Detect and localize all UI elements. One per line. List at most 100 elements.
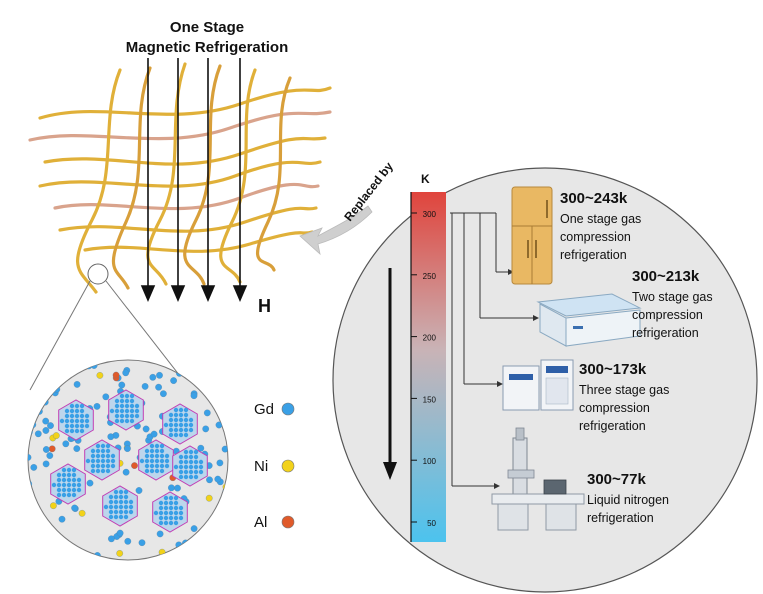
grain-atom bbox=[61, 472, 67, 478]
grain-atom bbox=[118, 489, 124, 495]
grain-atom bbox=[100, 458, 106, 464]
grain-atom bbox=[90, 448, 96, 454]
grain-atom bbox=[193, 449, 199, 455]
grain-atom bbox=[114, 408, 120, 414]
grain-atom bbox=[123, 514, 129, 520]
grain-atom bbox=[105, 443, 111, 449]
grain-atom bbox=[69, 423, 75, 429]
atom-particle bbox=[202, 425, 210, 433]
grain-atom bbox=[69, 403, 75, 409]
grain-atom bbox=[95, 448, 101, 454]
grain-atom bbox=[178, 505, 184, 511]
grain-atom bbox=[193, 459, 199, 465]
grain-atom bbox=[178, 417, 184, 423]
grain-atom bbox=[100, 448, 106, 454]
grain-atom bbox=[149, 448, 155, 454]
grain-atom bbox=[154, 463, 160, 469]
atom-particle bbox=[118, 381, 126, 389]
grain-atom bbox=[164, 463, 170, 469]
fridge-icon bbox=[511, 186, 553, 285]
grain-atom bbox=[71, 477, 77, 483]
grain-atom bbox=[110, 463, 116, 469]
atom-particle bbox=[56, 540, 64, 548]
grain-atom bbox=[154, 448, 160, 454]
grain-atom bbox=[119, 393, 125, 399]
grain-atom bbox=[90, 453, 96, 459]
grain-atom bbox=[84, 418, 90, 424]
grain-atom bbox=[144, 458, 150, 464]
grain-atom bbox=[158, 515, 164, 521]
grain-atom bbox=[178, 432, 184, 438]
grain-atom bbox=[188, 449, 194, 455]
wire-strand bbox=[53, 182, 320, 211]
grain-atom bbox=[113, 514, 119, 520]
grain-atom bbox=[188, 469, 194, 475]
grain-atom bbox=[159, 468, 165, 474]
grain-atom bbox=[173, 464, 179, 470]
grain-atom bbox=[95, 453, 101, 459]
grain-atom bbox=[64, 428, 70, 434]
atom-particle bbox=[28, 480, 33, 488]
grain-atom bbox=[124, 413, 130, 419]
method-2-range: 300~213k bbox=[632, 268, 700, 285]
grain-atom bbox=[129, 408, 135, 414]
grain-atom bbox=[123, 509, 129, 515]
grain-atom bbox=[168, 510, 174, 516]
grain-atom bbox=[144, 468, 150, 474]
grain-atom bbox=[69, 428, 75, 434]
grain-atom bbox=[118, 499, 124, 505]
grain-atom bbox=[114, 403, 120, 409]
grain-atom bbox=[173, 515, 179, 521]
method-4-range: 300~77k bbox=[587, 471, 646, 488]
atom-particle bbox=[34, 544, 42, 552]
atom-particle bbox=[204, 377, 212, 385]
grain-atom bbox=[144, 463, 150, 469]
grain-atom bbox=[183, 412, 189, 418]
grain-atom bbox=[71, 492, 77, 498]
grain-atom bbox=[74, 423, 80, 429]
grain-atom bbox=[110, 458, 116, 464]
atom-particle bbox=[160, 390, 167, 398]
grain-atom bbox=[188, 427, 194, 433]
atom-particle bbox=[214, 475, 222, 483]
grain-atom bbox=[168, 500, 174, 506]
grain-atom bbox=[66, 477, 72, 483]
wire-strand bbox=[146, 62, 187, 286]
grain-atom bbox=[59, 418, 65, 424]
method-2-desc-3: refrigeration bbox=[632, 326, 699, 340]
grain-atom bbox=[95, 443, 101, 449]
atom-particle bbox=[40, 532, 48, 540]
grain-atom bbox=[159, 443, 165, 449]
grain-atom bbox=[178, 464, 184, 470]
grain-atom bbox=[178, 510, 184, 516]
field-arrows bbox=[140, 58, 248, 303]
grain-atom bbox=[153, 510, 159, 516]
grain-atom bbox=[188, 454, 194, 460]
grain-atom bbox=[118, 504, 124, 510]
grain-atom bbox=[178, 427, 184, 433]
grain-atom bbox=[173, 520, 179, 526]
grain-atom bbox=[90, 463, 96, 469]
atom-particle bbox=[28, 513, 35, 521]
grain-atom bbox=[105, 453, 111, 459]
grain-atom bbox=[178, 412, 184, 418]
atom-particle bbox=[122, 369, 130, 377]
grain-atom bbox=[124, 408, 130, 414]
grain-atom bbox=[173, 422, 179, 428]
atom-particle bbox=[221, 445, 228, 453]
grain-atom bbox=[119, 403, 125, 409]
grain-atom bbox=[69, 418, 75, 424]
atom-particle bbox=[85, 362, 93, 370]
grain-atom bbox=[113, 489, 119, 495]
grain-atom bbox=[178, 469, 184, 475]
grain-atom bbox=[163, 495, 169, 501]
atom-particle bbox=[218, 542, 226, 549]
grain-atom bbox=[188, 464, 194, 470]
legend-label-al: Al bbox=[254, 514, 267, 531]
tick-label: 100 bbox=[423, 457, 437, 466]
grain-atom bbox=[149, 463, 155, 469]
grain-atom bbox=[159, 448, 165, 454]
wire-strand bbox=[111, 66, 152, 290]
grain-atom bbox=[79, 418, 85, 424]
grain-atom bbox=[61, 477, 67, 483]
